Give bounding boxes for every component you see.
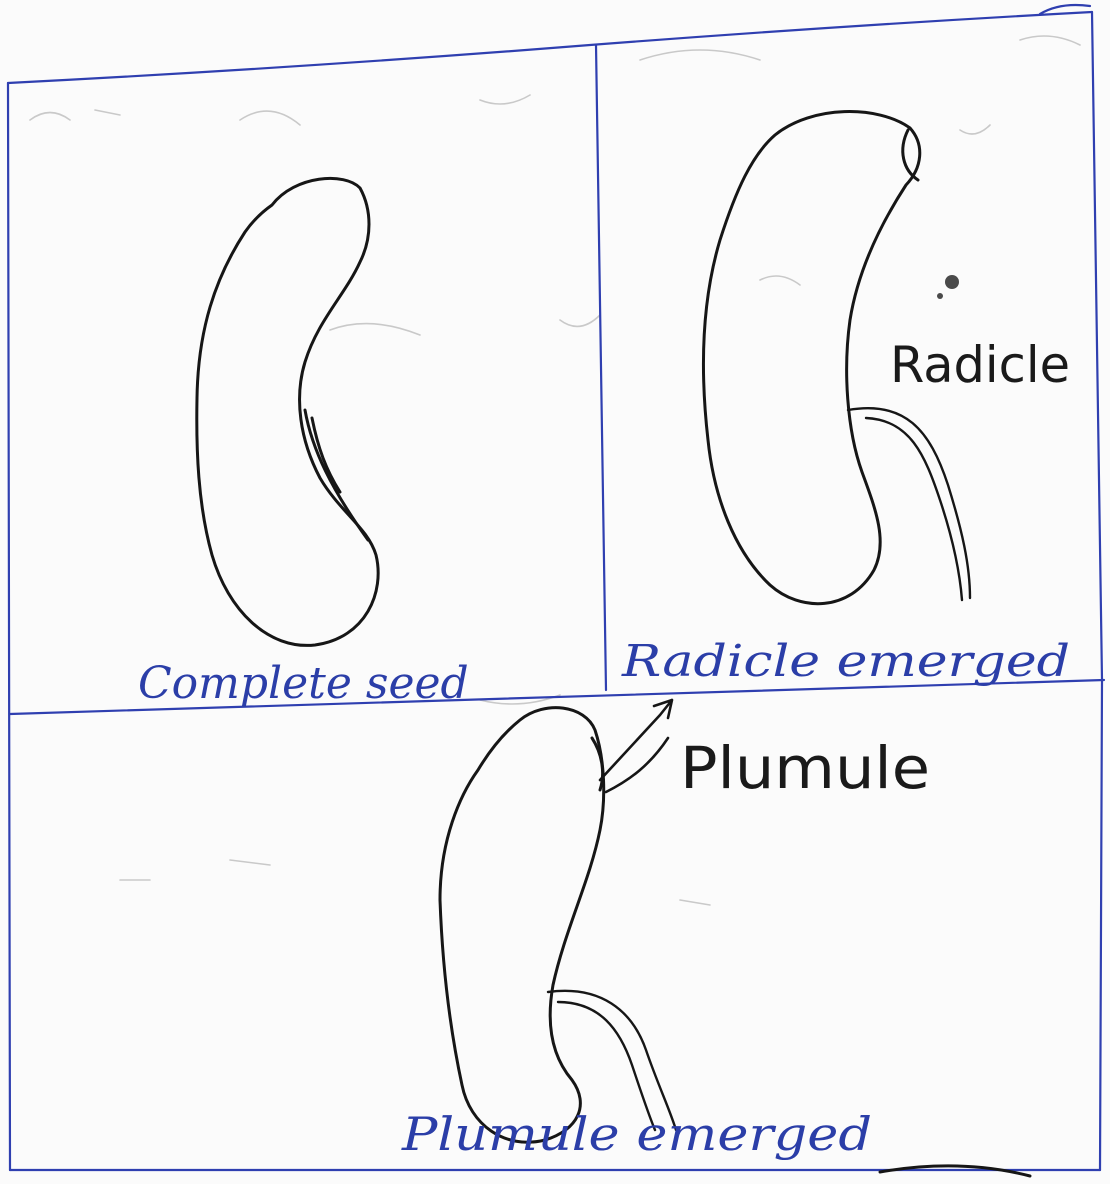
- panel-plumule-emerged: Plumule Plumule emerged: [401, 700, 1030, 1176]
- panel-grid: [8, 5, 1104, 1170]
- plumule-seed-outline: [440, 708, 604, 1143]
- radicle-seed-outline: [704, 112, 920, 604]
- ink-smudge-small: [937, 293, 943, 299]
- grid-middle-vertical: [596, 45, 606, 690]
- plumule-label: Plumule: [680, 734, 930, 802]
- grid-top-line: [8, 12, 1092, 83]
- ink-smudge: [945, 275, 959, 289]
- plumule-pointer-arrow: [600, 700, 672, 792]
- grid-right-line: [1092, 12, 1102, 1170]
- grid-left-line: [8, 83, 10, 1170]
- panel-complete-seed: Complete seed: [138, 178, 469, 709]
- radicle-root-inner: [866, 418, 962, 600]
- radicle-label: Radicle: [890, 336, 1070, 394]
- seed-hilum-inner-line: [312, 418, 340, 492]
- complete-seed-caption: Complete seed: [138, 658, 469, 709]
- panel-radicle-emerged: Radicle Radicle emerged: [621, 112, 1070, 687]
- plumule-emerged-caption: Plumule emerged: [401, 1107, 872, 1161]
- radicle-emerged-caption: Radicle emerged: [621, 636, 1070, 687]
- complete-seed-outline: [197, 178, 378, 645]
- plumule-shoot: [592, 738, 603, 790]
